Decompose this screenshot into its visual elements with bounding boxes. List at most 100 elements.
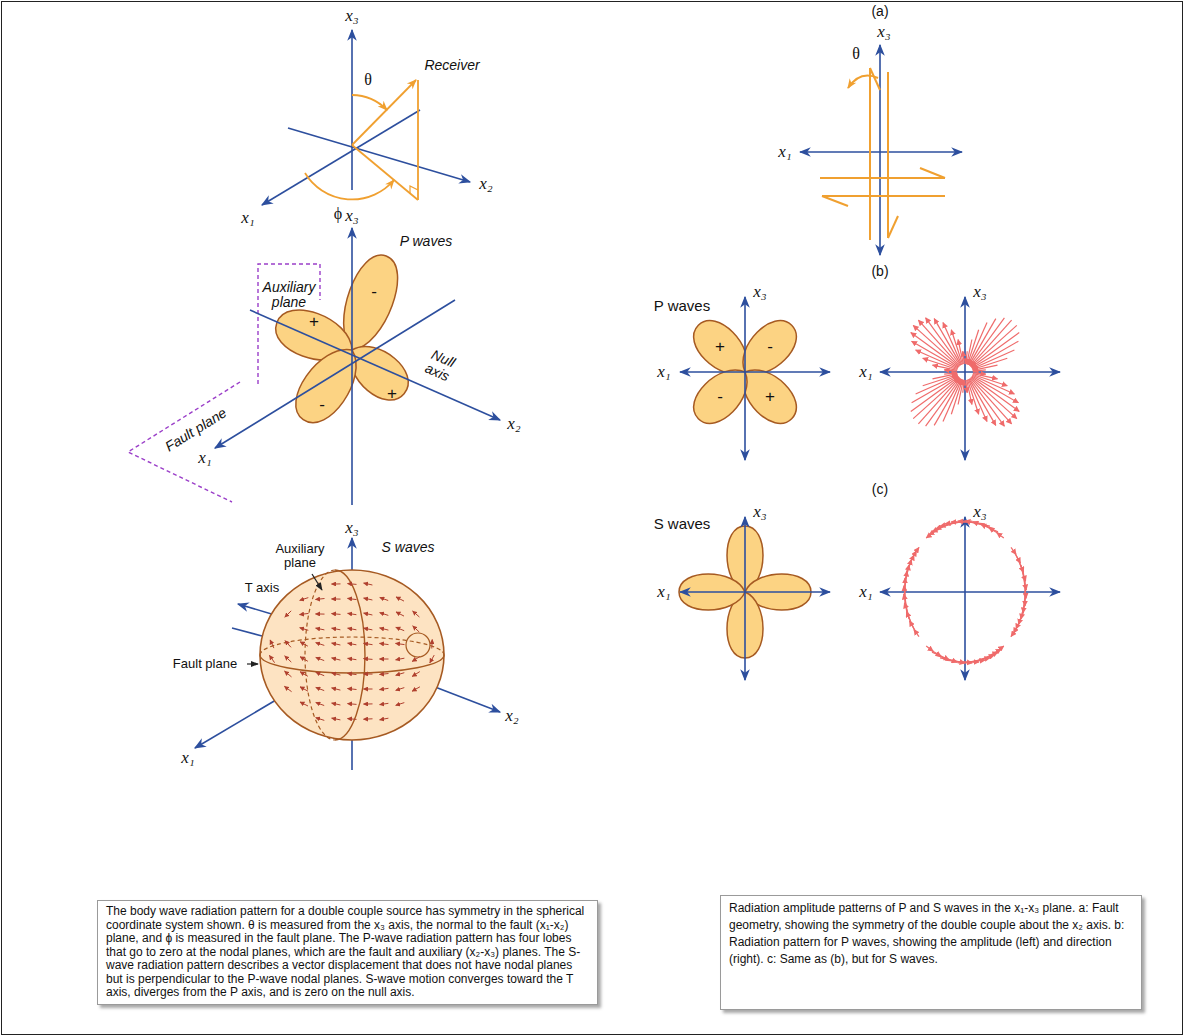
motion-arrow	[285, 611, 291, 617]
motion-arrow	[431, 640, 432, 649]
motion-arrow	[968, 380, 979, 415]
axis-label: x₁	[241, 209, 254, 228]
coordinate-axes	[195, 538, 500, 770]
axis-label: x₃	[345, 207, 358, 226]
caption-text: Radiation amplitude patterns of P and S …	[729, 900, 1133, 968]
motion-arrow	[380, 598, 388, 601]
motion-arrow	[914, 547, 919, 554]
motion-arrow	[973, 358, 1008, 369]
angle-label: θ	[852, 45, 860, 63]
axis-label: x₃	[345, 7, 358, 26]
figure-label: Auxiliary plane	[256, 280, 322, 311]
axis-label: x₃	[973, 283, 986, 302]
wave-label: P waves	[654, 298, 710, 315]
motion-arrow	[958, 340, 963, 365]
angle-label: ϕ	[334, 205, 342, 223]
motion-arrow	[413, 626, 420, 632]
motion-arrow	[396, 688, 405, 691]
motion-arrow	[412, 672, 420, 677]
motion-arrow	[430, 655, 434, 663]
motion-arrow	[380, 703, 389, 704]
motion-arrow	[269, 655, 274, 662]
panel-letter: (b)	[871, 264, 888, 279]
figure-label: P waves	[400, 234, 452, 249]
motion-arrow	[285, 641, 291, 648]
motion-arrow	[963, 351, 964, 364]
motion-arrow	[316, 703, 324, 706]
motion-arrow	[989, 528, 1001, 535]
motion-arrow	[380, 613, 389, 616]
motion-arrow	[300, 687, 308, 691]
motion-arrow	[348, 658, 357, 659]
motion-arrow	[332, 583, 341, 584]
polarity-sign: -	[767, 338, 773, 357]
polarity-sign: +	[309, 313, 319, 332]
axis-label: x₃	[345, 519, 358, 538]
axis-label: x₃	[753, 283, 766, 302]
axis-label: x₂	[505, 707, 518, 726]
motion-arrow	[348, 598, 357, 599]
motion-arrow	[316, 657, 324, 660]
motion-arrow	[285, 671, 292, 677]
polarity-sign: +	[715, 338, 725, 357]
figure-label: Null axis	[415, 344, 464, 388]
axis-label: x₁	[657, 363, 670, 382]
coordinate-axes	[680, 297, 1060, 680]
motion-arrow	[300, 642, 308, 646]
axis-label: x₁	[778, 143, 791, 162]
figure-label: S waves	[382, 540, 435, 555]
motion-arrow	[348, 673, 357, 674]
motion-arrow	[364, 718, 373, 719]
focal-sphere	[260, 570, 444, 740]
motion-arrow	[332, 628, 341, 630]
motion-arrow	[300, 628, 309, 631]
polarity-sign: -	[371, 283, 377, 302]
axis-label: x₁	[859, 363, 872, 382]
wave-label: S waves	[654, 516, 711, 533]
motion-arrow	[285, 656, 292, 662]
motion-arrow	[380, 674, 389, 675]
motion-arrow	[348, 643, 357, 645]
coordinate-axes	[262, 30, 470, 205]
motion-arrow	[300, 672, 308, 677]
figure-label: Receiver	[424, 58, 479, 73]
motion-arrow	[316, 718, 325, 721]
motion-arrow	[364, 598, 373, 600]
motion-arrow	[364, 689, 373, 690]
axis-label: x₁	[181, 749, 194, 768]
motion-arrow	[951, 330, 962, 365]
axis-label: x₂	[507, 415, 520, 434]
coordinate-axes	[215, 228, 500, 505]
axis-label: x₃	[877, 23, 890, 42]
radiation-lobe	[285, 337, 371, 432]
motion-arrow	[348, 583, 357, 585]
polarity-sign: +	[765, 388, 775, 407]
motion-arrow	[316, 643, 325, 646]
motion-arrow	[973, 365, 998, 370]
motion-arrow	[944, 373, 957, 374]
motion-arrow	[316, 613, 325, 614]
motion-arrow	[300, 598, 309, 601]
polarity-sign: -	[319, 396, 325, 415]
motion-arrow	[348, 718, 357, 720]
polarity-sign: +	[387, 385, 397, 404]
motion-arrow	[396, 627, 404, 630]
motion-arrow	[412, 657, 420, 662]
motion-arrow	[412, 687, 420, 691]
motion-arrow	[380, 718, 389, 720]
motion-arrow	[332, 598, 341, 599]
motion-arrow	[270, 640, 274, 648]
motion-arrow	[380, 659, 389, 660]
motion-arrow	[966, 380, 967, 393]
motion-arrow	[348, 689, 357, 690]
caption-text: The body wave radiation pattern for a do…	[106, 905, 589, 1000]
motion-arrow	[969, 379, 996, 426]
motion-arrow	[364, 628, 373, 630]
motion-arrow	[332, 673, 341, 675]
pointer-label: Auxiliary plane	[265, 542, 335, 571]
motion-arrow	[364, 643, 373, 644]
motion-arrow	[380, 643, 389, 644]
motion-arrow	[1023, 571, 1026, 598]
motion-arrow	[934, 319, 961, 366]
